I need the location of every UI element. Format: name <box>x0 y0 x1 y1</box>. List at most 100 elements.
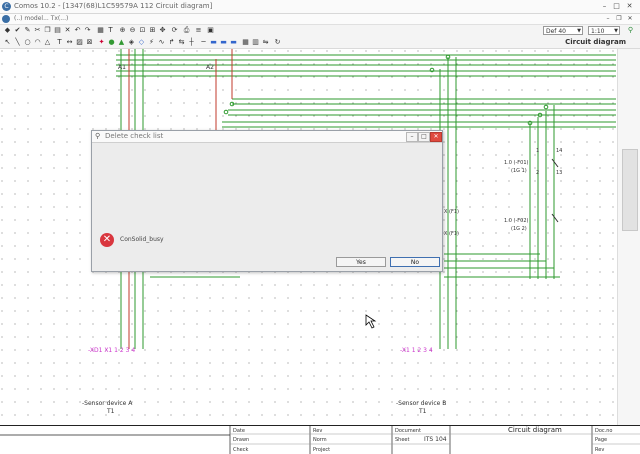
group-icon[interactable]: ▦ <box>242 38 249 46</box>
tb-cell-page: Page <box>595 437 607 443</box>
bus-icon[interactable]: ◇ <box>138 38 145 46</box>
minimize-icon[interactable]: – <box>602 2 607 10</box>
app-logo-icon: C <box>2 2 11 11</box>
paste-icon[interactable]: ▤ <box>54 26 61 34</box>
dialog-message: ConSolid_busy <box>120 236 164 243</box>
pin-label: 14 <box>556 148 562 154</box>
maximize-icon[interactable]: □ <box>613 2 620 10</box>
switch-contact <box>551 213 559 223</box>
terminal-strip-left: -XD1 X1 1 2 3 4 <box>88 347 135 354</box>
hatch-icon[interactable]: ▨ <box>76 38 83 46</box>
check-icon[interactable]: ✔ <box>14 26 21 34</box>
marker-icon[interactable]: ✦ <box>98 38 105 46</box>
terminal-strip-right: -X1 1 2 3 4 <box>400 347 433 354</box>
properties-icon[interactable]: ≡ <box>195 26 202 34</box>
jump-icon[interactable]: ↱ <box>168 38 175 46</box>
vertical-scrollbar[interactable] <box>617 49 640 425</box>
doc-minimize-icon[interactable]: – <box>606 15 610 22</box>
arc-icon[interactable]: ◠ <box>34 38 41 46</box>
pin-label: 13 <box>556 170 562 176</box>
pencil-icon[interactable]: ✎ <box>24 26 31 34</box>
pan-icon[interactable]: ✥ <box>159 26 166 34</box>
align-left-icon[interactable]: ▬ <box>210 38 217 46</box>
dialog-title: Delete check list <box>105 132 164 140</box>
align-center-icon[interactable]: ▬ <box>220 38 227 46</box>
ungroup-icon[interactable]: ▥ <box>252 38 259 46</box>
toolbar-main: ◆ ✔ ✎ ✂ ❐ ▤ ✕ ↶ ↷ ▦ T ⊕ ⊖ ⊡ ⊞ ✥ ⟳ ⎙ ≡ ▣ … <box>0 25 640 38</box>
window-titlebar: C Comos 10.2 - [1347(68)L1C59579A 112 Ci… <box>0 0 640 14</box>
copy-icon[interactable]: ❐ <box>44 26 51 34</box>
tb-cell-drawn: Drawn <box>233 437 249 443</box>
align-right-icon[interactable]: ▬ <box>230 38 237 46</box>
connector-icon[interactable]: ● <box>108 38 115 46</box>
chevron-down-icon: ▼ <box>577 28 581 34</box>
delete-icon[interactable]: ✕ <box>64 26 71 34</box>
symbol-icon[interactable]: ⊠ <box>86 38 93 46</box>
tb-cell-docno: Doc.no <box>595 428 612 434</box>
cut-icon[interactable]: ✂ <box>34 26 41 34</box>
tb-cell-rev: Rev <box>313 428 322 434</box>
title-block-title: Circuit diagram <box>508 426 562 434</box>
zoom-out-icon[interactable]: ⊖ <box>129 26 136 34</box>
dialog-minimize-icon[interactable]: – <box>406 132 418 142</box>
tb-cell-date: Date <box>233 428 245 434</box>
wire-icon[interactable]: ∿ <box>158 38 165 46</box>
yes-button[interactable]: Yes <box>336 257 386 267</box>
doc-close-icon[interactable]: ✕ <box>627 15 633 22</box>
tb-cell-document: Document <box>395 428 421 434</box>
cable-icon[interactable]: ◈ <box>128 38 135 46</box>
contact-mark <box>445 54 451 60</box>
tb-cell-its: ITS 104 <box>424 436 447 443</box>
dialog-maximize-icon[interactable]: □ <box>418 132 430 142</box>
label-ref2: 1.0 (-F02) <box>504 218 529 224</box>
document-icon <box>2 15 10 23</box>
rotate-icon[interactable]: ↻ <box>274 38 281 46</box>
terminal-icon[interactable]: ▲ <box>118 38 125 46</box>
no-button[interactable]: No <box>390 257 440 267</box>
dialog-titlebar: ⚲ Delete check list – □ ✕ <box>92 131 442 143</box>
line-icon[interactable]: ╲ <box>15 38 20 46</box>
close-icon[interactable]: ✕ <box>626 2 633 10</box>
layer-icon[interactable]: ▣ <box>207 26 214 34</box>
contact-mark <box>229 101 235 107</box>
print-icon[interactable]: ⎙ <box>183 26 190 34</box>
dialog-close-icon[interactable]: ✕ <box>430 132 442 142</box>
label-ref2b: (1G 2) <box>511 226 527 232</box>
scrollbar-thumb[interactable] <box>622 149 638 231</box>
label-x2: X (F1) <box>444 231 459 237</box>
select-icon[interactable]: ◆ <box>4 26 11 34</box>
polygon-icon[interactable]: △ <box>44 38 51 46</box>
circle-icon[interactable]: ○ <box>24 38 31 46</box>
zoom-window-icon[interactable]: ⊡ <box>139 26 146 34</box>
refresh-icon[interactable]: ⟳ <box>171 26 178 34</box>
chevron-down-icon: ▼ <box>614 28 618 34</box>
navigator-icon[interactable]: ⚲ <box>627 26 634 34</box>
zoom-in-icon[interactable]: ⊕ <box>119 26 126 34</box>
tb-cell-rev2: Rev <box>595 447 604 453</box>
label-ref1b: (1G 1) <box>511 168 527 174</box>
cross-icon[interactable]: ┼ <box>189 38 194 46</box>
mirror-icon[interactable]: ⇋ <box>262 38 269 46</box>
text-icon[interactable]: T <box>108 26 113 34</box>
menu-items[interactable]: (..) model... Tx(...) <box>14 15 69 22</box>
text-tool-icon[interactable]: T <box>57 38 62 46</box>
scale-combo[interactable]: 1:10 ▼ <box>588 26 620 35</box>
device-label-left: -Sensor device A <box>82 400 133 407</box>
pointer-icon[interactable]: ↖ <box>4 38 11 46</box>
undo-icon[interactable]: ↶ <box>74 26 81 34</box>
hline-icon[interactable]: ─ <box>201 38 206 46</box>
route-icon[interactable]: ⇆ <box>178 38 185 46</box>
zoom-combo[interactable]: Def 40 ▼ <box>543 26 583 35</box>
zoom-value: Def 40 <box>546 28 566 35</box>
doc-restore-icon[interactable]: ❐ <box>616 15 622 22</box>
redo-icon[interactable]: ↷ <box>84 26 91 34</box>
grid-icon[interactable]: ▦ <box>97 26 104 34</box>
dimension-icon[interactable]: ↔ <box>66 38 73 46</box>
contact-mark <box>543 104 549 110</box>
sheet-tab-label[interactable]: Circuit diagram <box>565 38 626 46</box>
zoom-fit-icon[interactable]: ⊞ <box>149 26 156 34</box>
potential-icon[interactable]: ⚡ <box>149 38 154 46</box>
scale-value: 1:10 <box>591 28 605 35</box>
label-ref1: 1.0 (-F01) <box>504 160 529 166</box>
device-sub-left: T1 <box>106 408 115 415</box>
